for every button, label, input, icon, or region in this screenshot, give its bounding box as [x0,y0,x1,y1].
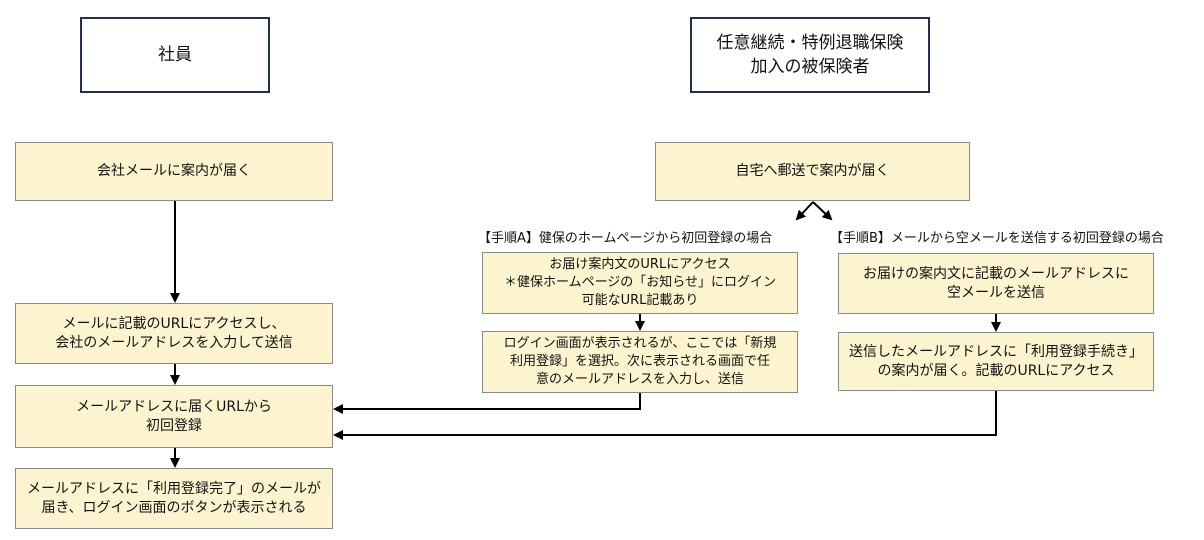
route-a-step-new-registration: ログイン画面が表示されるが、ここでは「新規 利用登録」を選択。次に表示される画面… [482,331,798,393]
employee-header-text: 社員 [158,45,192,65]
employee-header: 社員 [80,17,270,93]
route-a-step-1-line-1: お届け案内文のURLにアクセス [549,257,731,272]
route-a-step-1-line-3: 可能なURL記載あり [581,293,699,308]
route-b-label: 【手順B】メールから空メールを送信する初回登録の場合 [830,231,1164,246]
right-start-text: 自宅へ郵送で案内が届く [735,163,890,179]
arrow-branch-b [812,201,833,221]
insured-header: 任意継続・特例退職保険 加入の被保険者 [690,17,930,93]
route-a-label: 【手順A】健保のホームページから初回登録の場合 [478,231,773,246]
left-step-access-url: メールに記載のURLにアクセスし、 会社のメールアドレスを入力して送信 [15,303,333,364]
route-a-step-access-url: お届け案内文のURLにアクセス ＊健保ホームページの「お知らせ」にログイン 可能… [482,252,798,314]
route-a-step-1-line-2: ＊健保ホームページの「お知らせ」にログイン [503,275,777,290]
route-a-step-2-line-1: ログイン画面が表示されるが、ここでは「新規 [503,336,777,351]
route-b-step-2-line-1: 送信したメールアドレスに「利用登録手続き」 [849,343,1143,360]
right-step-home-mail: 自宅へ郵送で案内が届く [655,142,970,201]
route-b-step-send-empty-mail: お届けの案内文に記載のメールアドレスに 空メールを送信 [838,253,1154,314]
arrow-branch-a [795,201,814,221]
left-step-1-text: 会社メールに案内が届く [97,163,251,179]
arrow-route-b-to-left-step-3 [333,391,997,440]
left-step-2-line-1: メールに記載のURLにアクセスし、 [62,315,286,332]
left-step-initial-registration: メールアドレスに届くURLから 初回登録 [15,385,333,448]
left-step-registration-complete: メールアドレスに「利用登録完了」のメールが 届き、ログイン画面のボタンが表示され… [15,468,333,529]
route-a-step-2-line-3: 意のメールアドレスを入力し、送信 [535,372,744,387]
left-step-3-line-1: メールアドレスに届くURLから [76,398,272,415]
route-b-step-2-line-2: の案内が届く。記載のURLにアクセス [877,362,1115,379]
left-step-4-line-1: メールアドレスに「利用登録完了」のメールが [27,480,321,497]
insured-header-line-2: 加入の被保険者 [750,57,870,77]
insured-header-line-1: 任意継続・特例退職保険 [716,33,904,53]
route-b-step-1-line-1: お届けの案内文に記載のメールアドレスに [863,265,1129,282]
route-a-step-2-line-2: 利用登録」を選択。次に表示される画面で任 [509,354,770,369]
arrow-route-a-to-left-step-3 [333,393,641,414]
left-step-4-line-2: 届き、ログイン画面のボタンが表示される [41,499,307,516]
route-b-step-1-line-2: 空メールを送信 [947,284,1045,301]
left-step-3-line-2: 初回登録 [146,417,202,434]
left-step-company-mail: 会社メールに案内が届く [15,142,333,201]
left-step-2-line-2: 会社のメールアドレスを入力して送信 [55,334,293,351]
route-b-step-access-url: 送信したメールアドレスに「利用登録手続き」 の案内が届く。記載のURLにアクセス [838,332,1154,391]
